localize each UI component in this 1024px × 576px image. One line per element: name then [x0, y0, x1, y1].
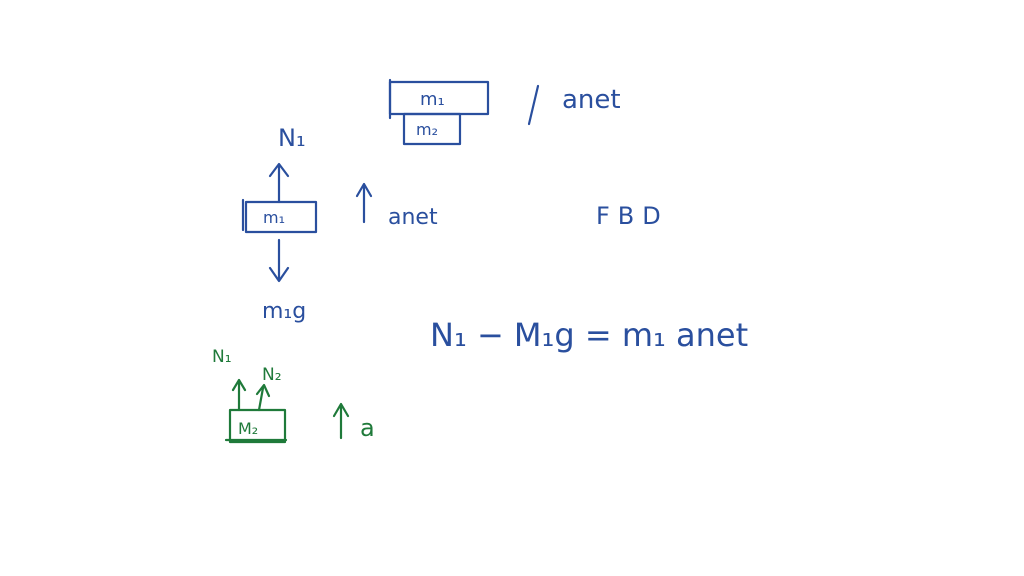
fbd-block-m2 [228, 408, 287, 444]
bottom-block-m2 [402, 112, 462, 146]
normal-force-arrow [268, 162, 290, 204]
top-block-label: m₁ [420, 89, 445, 110]
fbd-block-m1 [244, 200, 318, 234]
fbd-m2: N₁ N₂ M₂ a [212, 347, 375, 444]
fbd-m1: N₁ m₁ m₁g anet [241, 124, 438, 324]
acceleration-up-arrow [355, 182, 373, 224]
acceleration-slash [527, 84, 540, 126]
weight-arrow [268, 238, 290, 283]
m2-acceleration-label: a [360, 414, 375, 442]
newton-equation: N₁ − M₁g = m₁ anet [430, 316, 748, 354]
force-n1-arrow [231, 378, 247, 412]
weight-label: m₁g [262, 299, 306, 324]
bottom-block-label: m₂ [416, 120, 438, 139]
force-n2-arrow [255, 383, 271, 412]
m2-acceleration-arrow [332, 402, 350, 440]
fbd-m2-block-label: M₂ [238, 419, 258, 438]
stack-acceleration-label: anet [562, 85, 621, 115]
force-n2-label: N₂ [262, 365, 282, 385]
fbd-title: FBD [596, 202, 669, 230]
normal-force-n1-label: N₁ [278, 124, 306, 152]
fbd-acceleration-label: anet [388, 205, 438, 230]
stacked-blocks-diagram: m₁ m₂ anet [388, 78, 621, 146]
force-n1-label: N₁ [212, 347, 232, 367]
fbd-block-label: m₁ [263, 208, 285, 227]
